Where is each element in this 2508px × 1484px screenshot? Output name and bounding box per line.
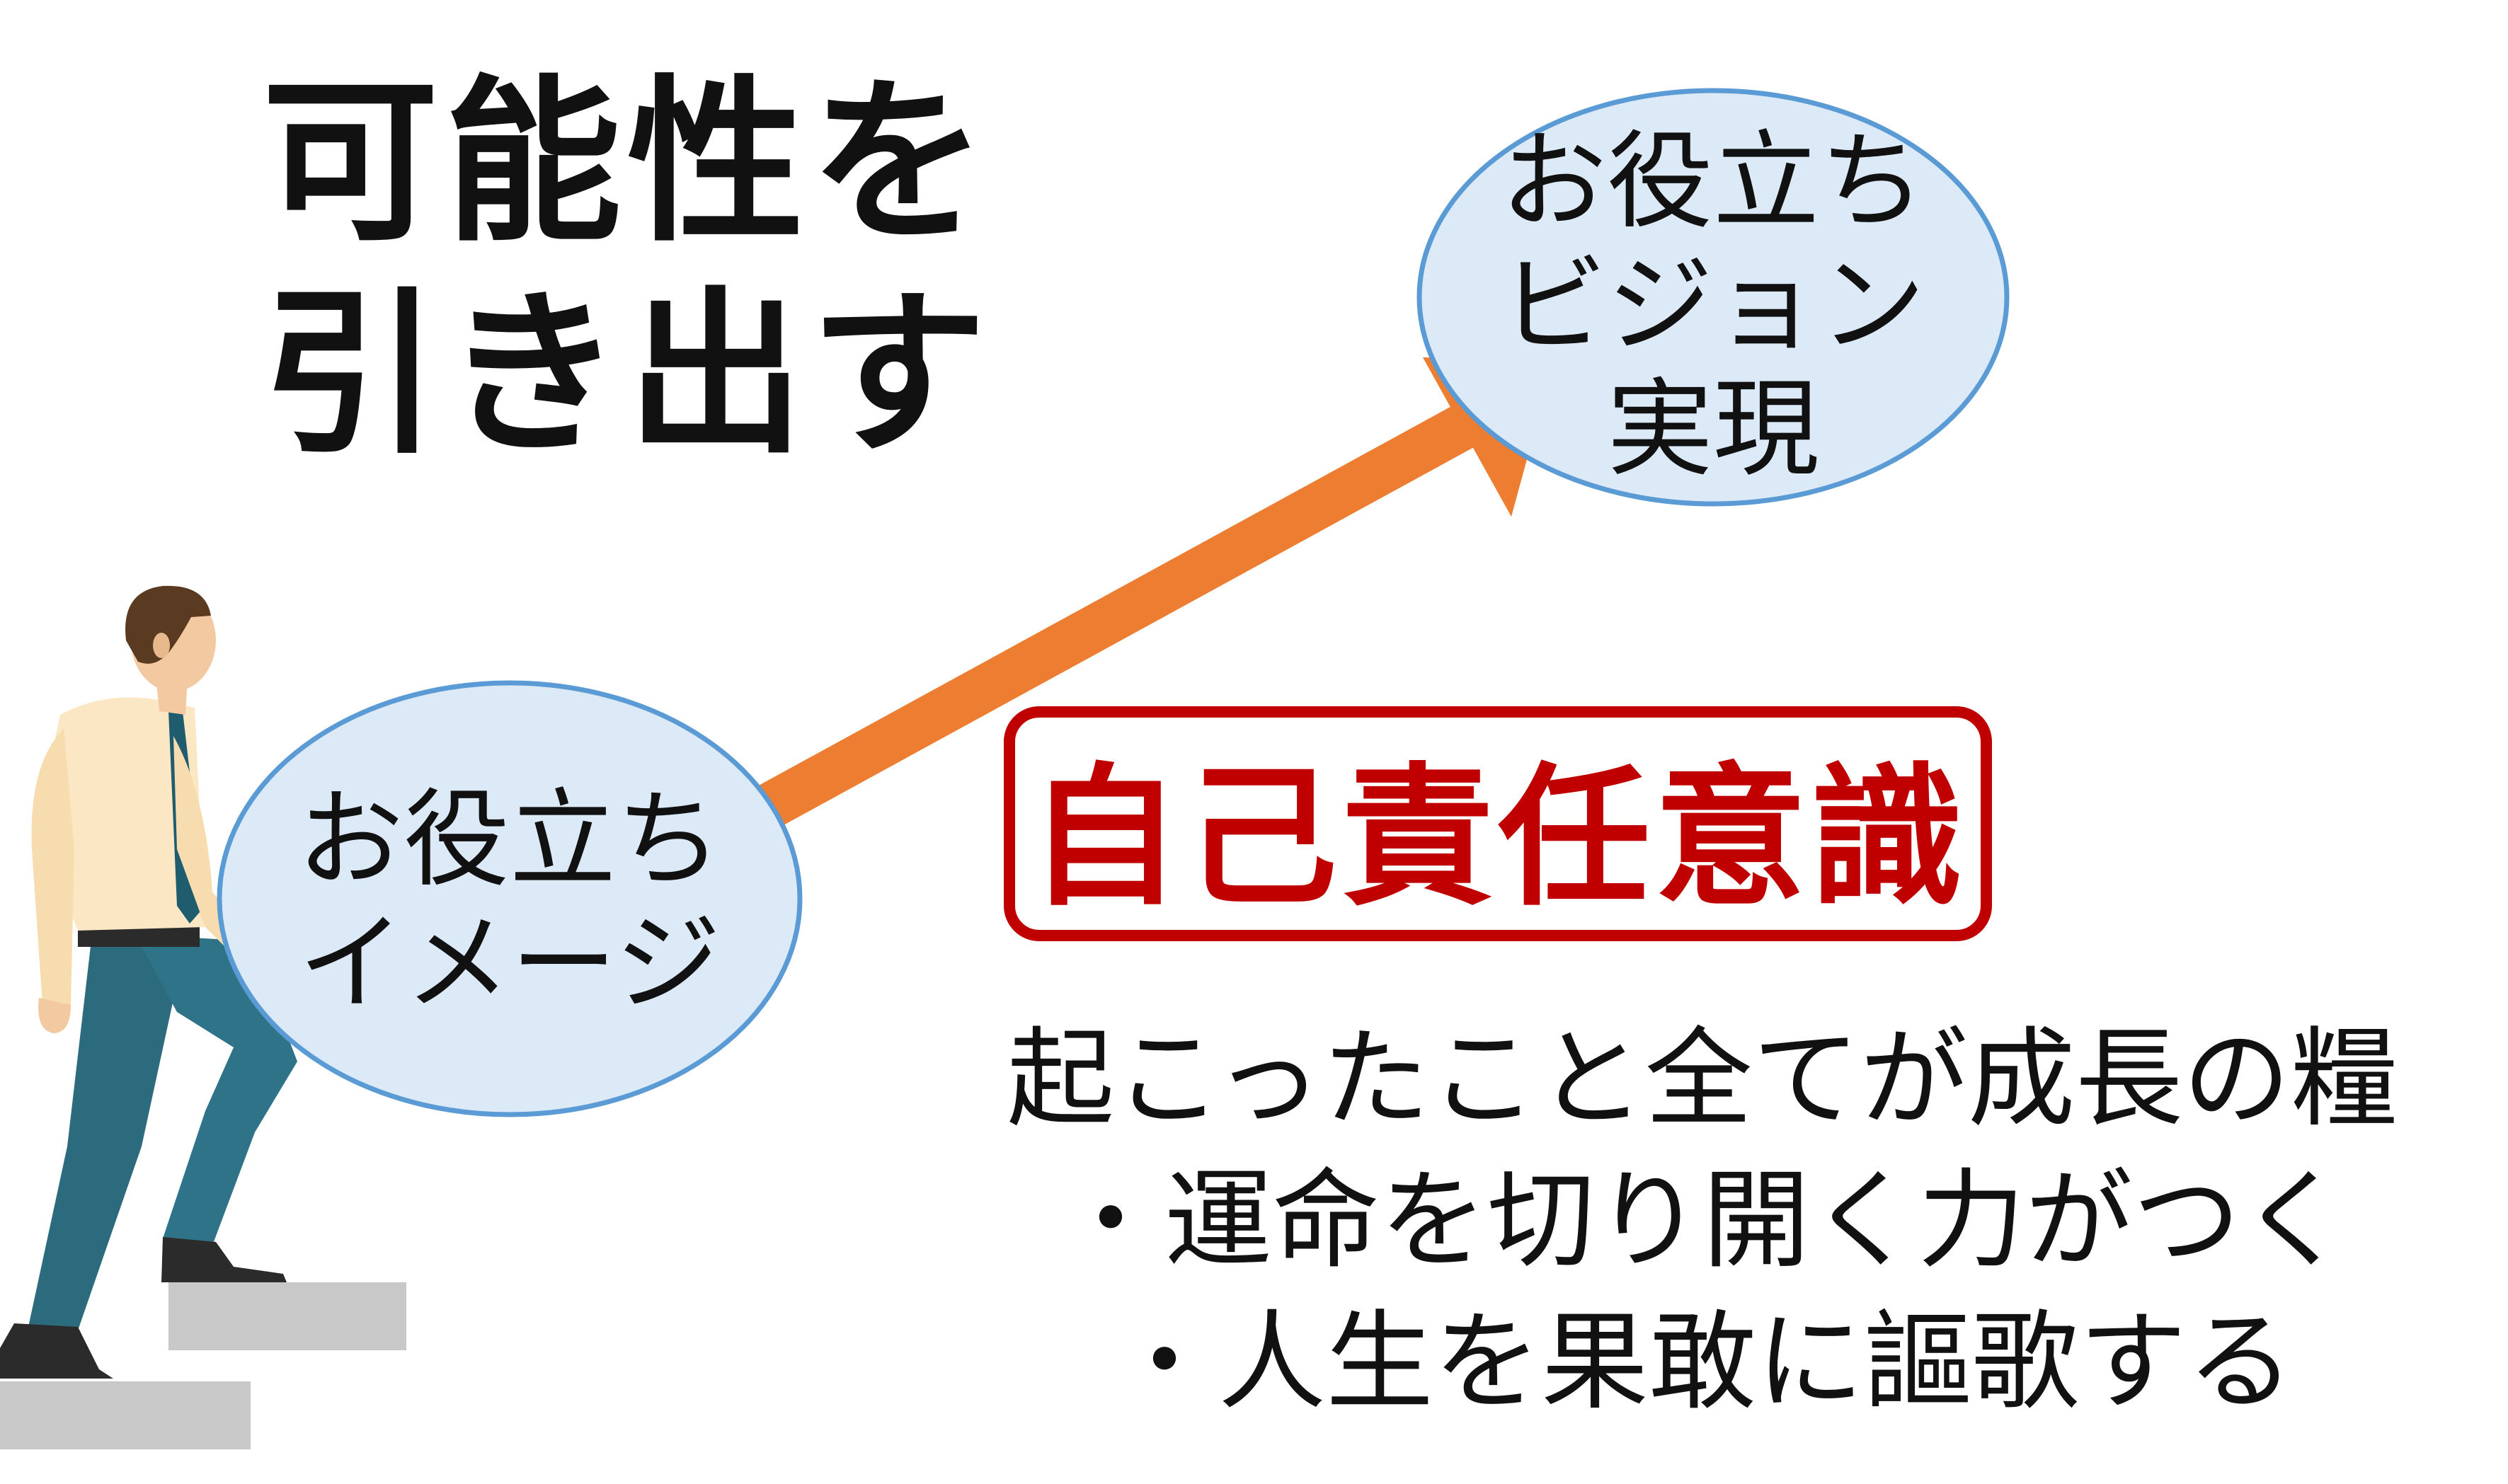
start-node-line-1: お役立ち [297, 778, 722, 902]
start-node-label: お役立ち イメージ [227, 778, 793, 1026]
benefit-list: 起こったこと全てが成長の糧 ・運命を切り開く力がつく ・人生を果敢に謳歌する [941, 1008, 2463, 1433]
self-responsibility-box: 自己責任意識 [1004, 706, 1992, 941]
self-responsibility-label: 自己責任意識 [1029, 748, 1967, 926]
stairs [0, 1282, 406, 1449]
title-line-2: 引き出す [262, 272, 992, 478]
stair-step-upper [168, 1282, 406, 1350]
businessman-climbing-stairs-icon [0, 585, 304, 1379]
benefit-item: 起こったこと全てが成長の糧 [1007, 1016, 2398, 1141]
benefit-item: ・運命を切り開く力がつく [1057, 1158, 2348, 1283]
stair-step-lower [0, 1381, 251, 1449]
page-title: 可能性を 引き出す [262, 57, 992, 481]
goal-node-line-3: 実現 [1606, 368, 1819, 491]
start-node-line-2: イメージ [298, 902, 721, 1025]
goal-node-ellipse [1416, 88, 2010, 507]
benefit-item: ・人生を果敢に謳歌する [1111, 1299, 2294, 1425]
title-line-1: 可能性を [262, 59, 992, 265]
goal-node-label: お役立ち ビジョン 実現 [1430, 120, 1996, 492]
goal-node-line-1: お役立ち [1500, 120, 1925, 243]
goal-node-line-2: ビジョン [1500, 244, 1925, 367]
